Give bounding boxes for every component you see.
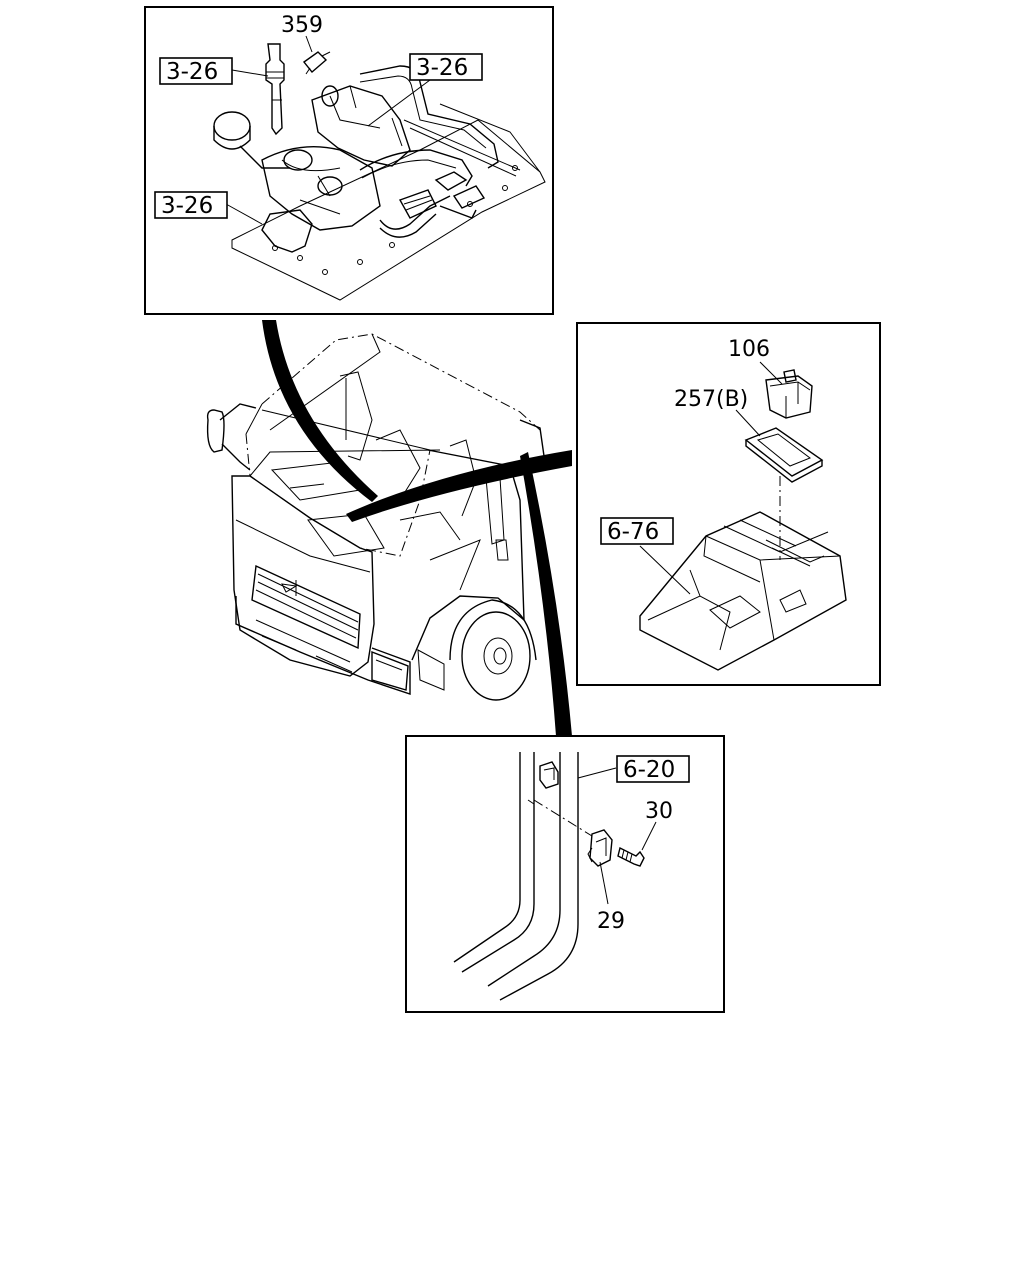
ref-3-26-c-text: 3-26 — [161, 193, 213, 219]
front-wheel — [461, 611, 531, 701]
console-body — [639, 511, 847, 671]
leader-29 — [599, 861, 609, 905]
ref-box-6-20[interactable]: 6-20 — [616, 755, 690, 783]
inset-engine-frame — [144, 6, 554, 315]
engine-base-plate — [231, 119, 546, 301]
label-106: 106 — [728, 337, 770, 362]
label-29: 29 — [597, 909, 625, 934]
inset-console — [576, 322, 881, 686]
leader-3-26-a — [231, 69, 269, 77]
leader-359 — [305, 35, 313, 53]
label-359: 359 — [281, 13, 323, 38]
leader-6-20 — [577, 767, 617, 779]
pointer-engine — [262, 320, 378, 502]
sensor-359 — [302, 51, 328, 74]
inset-engine-unit — [144, 6, 554, 315]
leader-3-26-b — [367, 79, 431, 127]
striker-bracket — [539, 761, 559, 789]
burner-body — [261, 146, 381, 231]
leader-3-26-c — [225, 203, 263, 225]
connector-right — [398, 189, 437, 219]
ref-box-3-26-c[interactable]: 3-26 — [154, 191, 228, 219]
label-30: 30 — [645, 799, 673, 824]
ref-box-6-76[interactable]: 6-76 — [600, 517, 674, 545]
ref-3-26-a-text: 3-26 — [166, 59, 218, 85]
ref-6-20-text: 6-20 — [623, 757, 675, 783]
cab-front — [231, 475, 375, 677]
coolant-hose — [359, 149, 473, 187]
ref-3-26-b-text: 3-26 — [416, 55, 468, 81]
left-mirror — [206, 409, 225, 453]
bezel-257b — [744, 427, 824, 477]
switch-106 — [765, 375, 813, 419]
ref-box-3-26-b[interactable]: 3-26 — [409, 53, 483, 81]
ref-box-3-26-a[interactable]: 3-26 — [159, 57, 233, 85]
air-cap — [213, 111, 251, 141]
door-pillar — [453, 752, 521, 963]
pointer-console — [346, 450, 572, 522]
pump-cluster — [311, 85, 411, 167]
truck-cab — [206, 333, 547, 701]
inset-door-striker — [405, 735, 725, 1013]
leader-106 — [759, 361, 783, 385]
part-30-bolt — [617, 846, 645, 867]
glow-plug — [265, 43, 285, 136]
inset-door-frame — [405, 735, 725, 1013]
leader-6-76 — [639, 545, 691, 595]
ref-6-76-text: 6-76 — [607, 519, 659, 545]
part-29-striker — [589, 829, 613, 867]
bumper — [235, 596, 411, 695]
leader-257b — [735, 409, 761, 437]
grille — [251, 564, 361, 650]
label-257b: 257(B) — [674, 387, 748, 412]
leader-30 — [641, 821, 657, 851]
pointer-door — [520, 452, 572, 736]
engine-bracket — [261, 209, 313, 253]
inset-console-frame — [576, 322, 881, 686]
